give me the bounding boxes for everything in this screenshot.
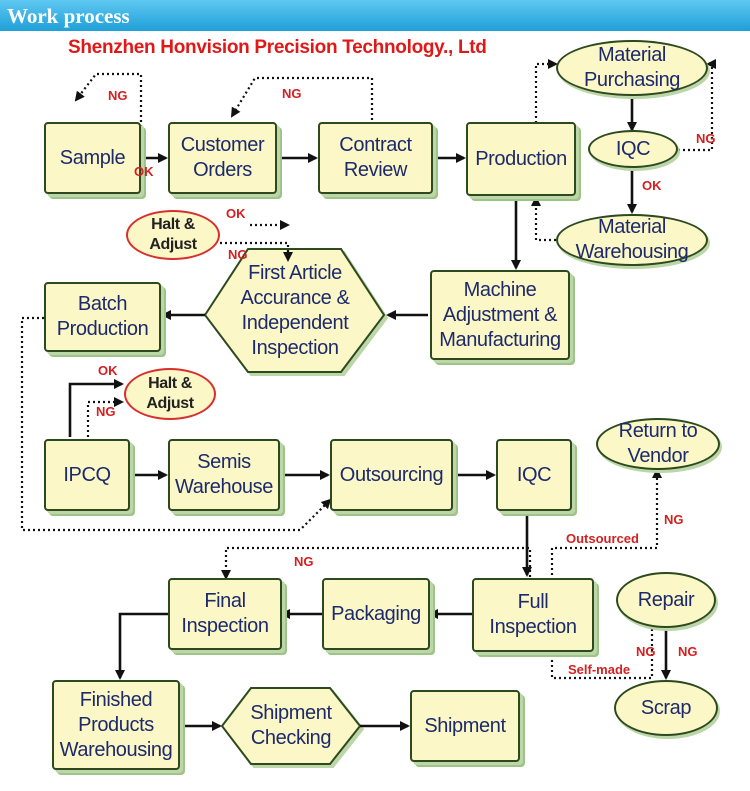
tag-ng-sample: NG	[108, 88, 128, 103]
node-iqc-top: IQC	[588, 130, 678, 168]
node-shipment-checking: Shipment Checking	[236, 692, 346, 760]
tag-ok-iqc-top: OK	[642, 178, 662, 193]
tag-ng-ipcq: NG	[96, 404, 116, 419]
ng-iqc-loop	[678, 59, 716, 152]
node-customer-orders-label: Customer Orders	[180, 134, 265, 181]
ng-outsourced-vendor	[550, 468, 662, 600]
node-return-to-vendor: Return to Vendor	[596, 418, 720, 470]
node-first-article-label: First Article Accurance & Independent In…	[240, 262, 350, 359]
arrow-ipcq-ok	[68, 379, 124, 437]
node-scrap: Scrap	[614, 680, 718, 736]
node-return-to-vendor-label: Return to Vendor	[618, 420, 698, 467]
node-material-purchasing: Material Purchasing	[556, 40, 708, 96]
node-sample: Sample	[44, 122, 141, 194]
ng-loop-contract	[230, 76, 374, 120]
node-final-inspection-label: Final Inspection	[181, 590, 269, 637]
tag-ng-repair-right: NG	[678, 644, 698, 659]
tag-outsourced: Outsourced	[566, 531, 639, 546]
node-outsourcing: Outsourcing	[330, 439, 453, 511]
tag-ng-full: NG	[294, 554, 314, 569]
node-material-warehousing-label: Material Warehousing	[575, 216, 689, 263]
batch-to-outsourcing	[20, 316, 332, 532]
ng-ipcq-halt	[86, 397, 124, 437]
tag-ok-ipcq: OK	[98, 363, 118, 378]
node-scrap-label: Scrap	[640, 696, 692, 719]
arrow-final-finished	[115, 612, 168, 680]
node-machine-adjustment: Machine Adjustment & Manufacturing	[430, 270, 570, 360]
node-final-inspection: Final Inspection	[168, 578, 282, 650]
node-packaging: Packaging	[322, 578, 430, 650]
tag-ok-halt-1: OK	[226, 206, 246, 221]
node-material-purchasing-label: Material Purchasing	[583, 44, 681, 91]
node-repair: Repair	[616, 572, 716, 628]
node-ipcq: IPCQ	[44, 439, 130, 511]
node-finished-products: Finished Products Warehousing	[52, 680, 180, 770]
node-full-inspection-label: Full Inspection	[489, 591, 577, 638]
ng-loop-sample	[74, 72, 143, 142]
tag-ng-halt-1: NG	[228, 247, 248, 262]
node-halt-adjust-2: Halt & Adjust	[124, 368, 216, 420]
tag-ng-repair-left: NG	[636, 644, 656, 659]
node-material-warehousing: Material Warehousing	[556, 214, 708, 266]
node-first-article: First Article Accurance & Independent In…	[215, 252, 375, 370]
ng-warehousing-production	[531, 196, 556, 242]
node-halt-adjust-1: Halt & Adjust	[126, 210, 220, 260]
node-production-label: Production	[475, 147, 567, 170]
tag-ok-sample: OK	[134, 164, 154, 179]
node-ipcq-label: IPCQ	[63, 463, 111, 486]
node-outsourcing-label: Outsourcing	[339, 463, 444, 486]
node-semis-warehouse-label: Semis Warehouse	[175, 451, 273, 498]
node-shipment: Shipment	[410, 690, 520, 762]
tag-ng-iqc-top: NG	[696, 131, 716, 146]
node-contract-review-label: Contract Review	[339, 134, 412, 181]
node-repair-label: Repair	[637, 588, 695, 611]
node-production: Production	[466, 122, 576, 196]
header-bar: Work process	[0, 0, 750, 31]
tag-ng-contract: NG	[282, 86, 302, 101]
header-title: Work process	[7, 4, 130, 28]
node-machine-adjustment-label: Machine Adjustment & Manufacturing	[439, 278, 561, 351]
node-batch-production: Batch Production	[44, 282, 161, 352]
first-article-diamond	[203, 248, 386, 373]
company-name: Shenzhen Honvision Precision Technology.…	[68, 37, 487, 58]
node-contract-review: Contract Review	[318, 122, 433, 194]
node-full-inspection: Full Inspection	[472, 578, 594, 652]
node-batch-production-label: Batch Production	[56, 293, 149, 340]
node-sample-label: Sample	[59, 146, 126, 169]
node-iqc-mid-label: IQC	[516, 463, 552, 486]
ng-full-loop	[221, 546, 532, 582]
node-shipment-checking-label: Shipment Checking	[250, 702, 332, 749]
ng-selfmade-repair	[550, 618, 657, 680]
tag-self-made: Self-made	[568, 662, 631, 677]
node-customer-orders: Customer Orders	[168, 122, 277, 194]
node-halt-adjust-1-label: Halt & Adjust	[149, 216, 197, 253]
node-iqc-mid: IQC	[496, 439, 572, 511]
node-semis-warehouse: Semis Warehouse	[168, 439, 280, 511]
node-shipment-label: Shipment	[424, 714, 506, 737]
node-packaging-label: Packaging	[331, 602, 421, 625]
tag-ng-vendor: NG	[664, 512, 684, 527]
node-finished-products-label: Finished Products Warehousing	[59, 688, 173, 761]
node-iqc-top-label: IQC	[615, 137, 651, 160]
node-halt-adjust-2-label: Halt & Adjust	[146, 375, 194, 412]
